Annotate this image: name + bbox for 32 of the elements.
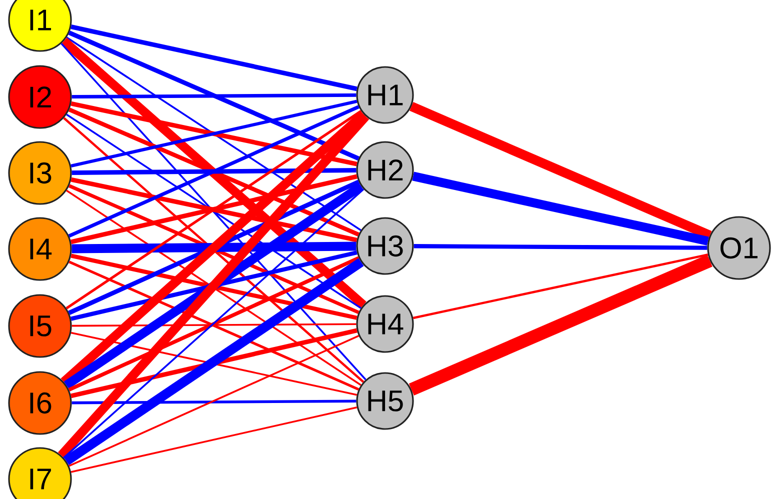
circle-node: H5 [356,372,414,430]
connection-line [410,102,712,240]
circle-node: I2 [8,65,72,129]
connection-line [60,42,366,380]
connection-line [72,400,356,404]
connection-line [60,38,366,308]
connection-line [72,168,356,175]
circle-node: O1 [707,216,771,280]
connection-line [408,254,712,396]
circle-node: H4 [356,295,414,353]
connection-line [70,406,358,473]
connection-line [66,36,362,231]
connection-line [72,242,356,254]
connection-line [63,188,364,458]
connection-line [70,24,358,92]
circle-node: I7 [8,447,72,499]
connection-line [58,113,370,458]
circle-node: I5 [8,294,72,358]
connection-line [64,258,364,466]
circle-node: I3 [8,141,72,205]
connection-line [414,244,708,250]
connection-line [68,334,360,467]
circle-node: I4 [8,217,72,281]
circle-node: H3 [356,217,414,275]
connection-line [72,323,356,327]
circle-node: I6 [8,371,72,435]
connection-line [68,30,360,161]
circle-node: H1 [356,66,414,124]
connection-line [412,254,708,320]
connection-line [72,93,356,99]
connection-line [412,172,709,246]
circle-node: H2 [356,141,414,199]
